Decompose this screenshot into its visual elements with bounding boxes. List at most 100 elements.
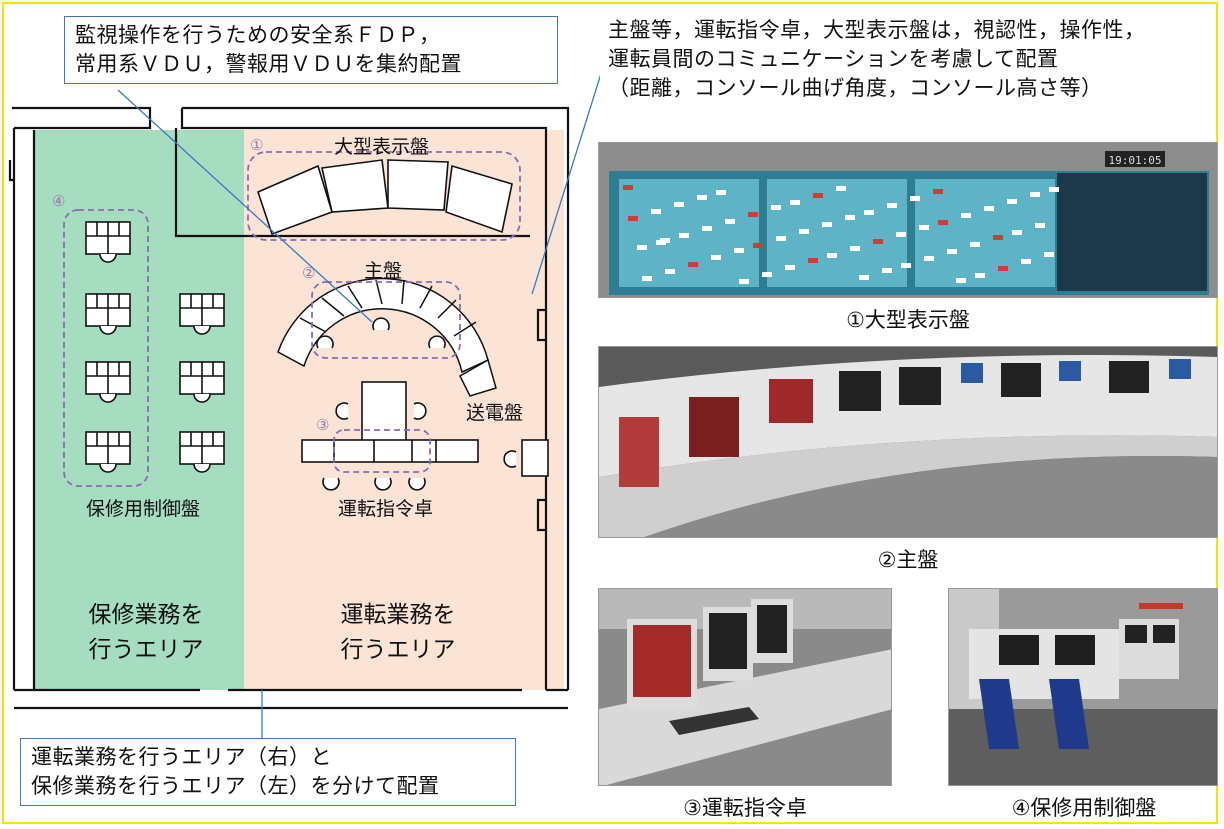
panel-indicator <box>882 268 892 273</box>
callout-area-separation: 運転業務を行うエリア（右）と保修業務を行うエリア（左）を分けて配置 <box>20 738 516 806</box>
maintenance-console <box>179 293 225 335</box>
panel-indicator <box>674 202 684 207</box>
panel-indicator <box>734 248 744 253</box>
maintenance-console <box>179 431 225 473</box>
floor-plan <box>8 74 600 742</box>
panel-indicator <box>887 203 897 208</box>
photo-maintenance-panel <box>948 588 1218 786</box>
photo-large-display: 19:01:05 <box>598 142 1218 298</box>
panel-indicator <box>859 275 869 280</box>
panel-indicator <box>702 226 712 231</box>
large-display-outline <box>247 151 521 241</box>
panel-indicator <box>873 239 883 244</box>
photo-command-desk <box>598 588 892 786</box>
caption-large-display: ①大型表示盤 <box>846 308 970 332</box>
large-display-panels <box>257 159 513 236</box>
leader-lines <box>117 74 600 742</box>
main-panel-illustration <box>599 347 1217 537</box>
large-display-illustration: 19:01:05 <box>599 143 1217 297</box>
panel-indicator <box>984 206 994 211</box>
caption-main-panel: ②主盤 <box>877 548 939 572</box>
panel-indicator <box>642 276 652 281</box>
panel-indicator <box>697 195 707 200</box>
callout-fdp-vdu: 監視操作を行うための安全系ＦＤＰ，常用系ＶＤＵ，警報用ＶＤＵを集約配置 <box>64 16 558 84</box>
panel-indicator <box>924 256 934 261</box>
maintenance-console <box>85 293 131 335</box>
panel-indicator <box>1030 192 1040 197</box>
panel-indicator <box>753 243 763 248</box>
main-panel-chairs <box>316 317 446 349</box>
label-maintenance-panel: 保修用制御盤 <box>86 498 201 520</box>
panel-indicator <box>656 240 666 245</box>
label-command-desk: 運転指令卓 <box>338 498 434 520</box>
panel-indicator <box>799 229 809 234</box>
maintenance-area-label: 保修業務を行うエリア <box>88 602 204 663</box>
callout-layout-considerations: 主盤等，運転指令卓，大型表示盤は，視認性，操作性，運転員間のコミュニケーションを… <box>608 18 1146 100</box>
panel-indicator <box>1049 187 1059 192</box>
maintenance-panel-illustration <box>949 589 1217 785</box>
panel-indicator <box>725 219 735 224</box>
maintenance-consoles <box>85 221 225 473</box>
panel-indicator <box>947 249 957 254</box>
panel-indicator <box>956 278 966 283</box>
panel-indicator <box>845 215 855 220</box>
panel-indicator <box>771 205 781 210</box>
panel-indicator <box>822 222 832 227</box>
caption-command-desk: ③運転指令卓 <box>683 796 807 820</box>
panel-indicator <box>762 272 772 277</box>
panel-indicator <box>901 263 911 268</box>
main-panel-outline <box>311 281 461 359</box>
panel-indicator <box>827 253 837 258</box>
command-desk-outline <box>333 429 431 473</box>
panel-indicator <box>790 200 800 205</box>
maintenance-console <box>85 361 131 403</box>
panel-indicator <box>1044 252 1054 257</box>
label-transmission-panel: 送電盤 <box>466 402 524 424</box>
panel-indicator <box>739 279 749 284</box>
maintenance-console <box>85 431 131 473</box>
panel-indicator <box>933 189 943 194</box>
panel-indicator <box>679 233 689 238</box>
panel-indicator <box>919 225 929 230</box>
panel-indicator <box>970 242 980 247</box>
operation-area-label: 運転業務を行うエリア <box>340 602 456 663</box>
panel-indicator <box>836 186 846 191</box>
main-panel-console <box>277 277 497 397</box>
panel-indicator <box>665 269 675 274</box>
panel-indicator <box>1012 230 1022 235</box>
panel-indicator <box>716 190 726 195</box>
panel-indicator <box>628 216 638 221</box>
marker-4: ④ <box>52 192 66 210</box>
panel-indicator <box>1035 223 1045 228</box>
marker-3: ③ <box>316 416 330 434</box>
panel-indicator <box>688 262 698 267</box>
marker-2: ② <box>302 264 316 282</box>
label-main-panel: 主盤 <box>364 260 403 282</box>
panel-indicator <box>623 185 633 190</box>
caption-maintenance-panel: ④保修用制御盤 <box>1011 796 1157 820</box>
photo-main-panel <box>598 346 1218 538</box>
clock-display: 19:01:05 <box>1109 154 1162 167</box>
panel-indicator <box>910 196 920 201</box>
panel-indicator <box>637 245 647 250</box>
panel-indicator <box>785 265 795 270</box>
panel-indicator <box>938 220 948 225</box>
panel-indicator <box>961 213 971 218</box>
panel-indicator <box>998 266 1008 271</box>
panel-indicator <box>813 193 823 198</box>
marker-1: ① <box>250 136 264 154</box>
panel-indicator <box>1021 259 1031 264</box>
maintenance-outline <box>63 209 149 487</box>
panel-indicator <box>776 236 786 241</box>
panel-indicator <box>1007 199 1017 204</box>
maintenance-console <box>85 221 131 263</box>
panel-indicator <box>993 235 1003 240</box>
panel-indicator <box>748 212 758 217</box>
maintenance-area <box>34 130 244 690</box>
command-desk <box>301 381 549 491</box>
panel-indicator <box>711 255 721 260</box>
panel-indicator <box>808 258 818 263</box>
command-desk-illustration <box>599 589 891 785</box>
panel-indicator <box>896 232 906 237</box>
panel-indicator <box>850 246 860 251</box>
